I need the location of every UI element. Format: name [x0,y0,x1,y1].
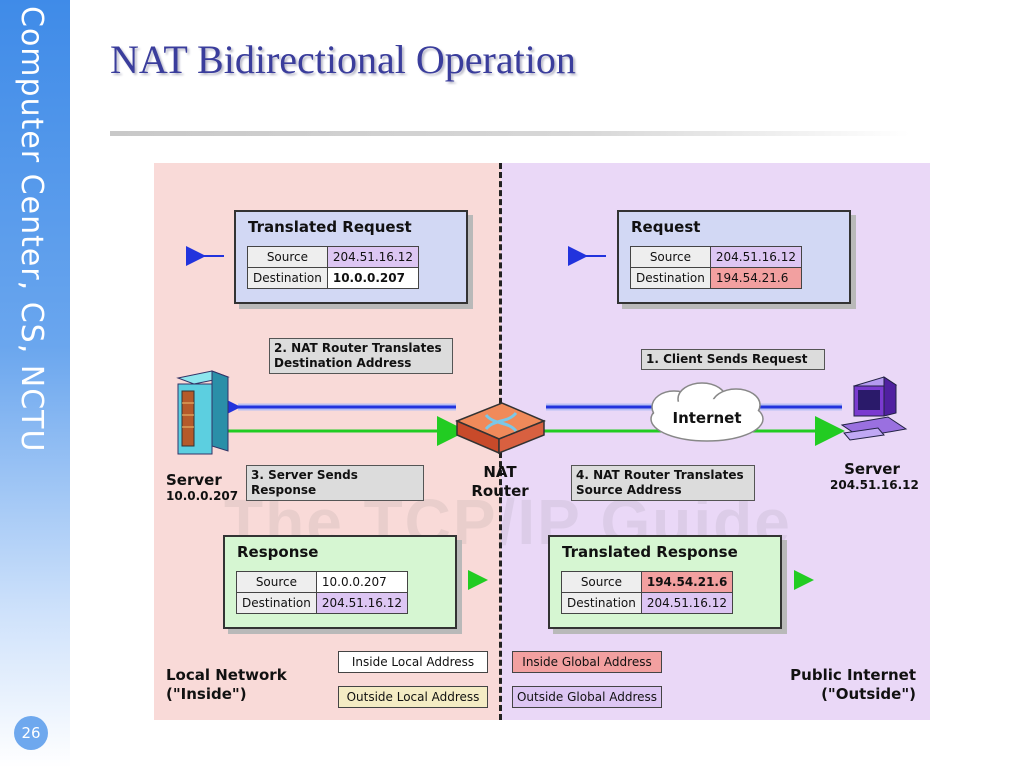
translated-response-box: Translated Response Source 194.54.21.6 D… [548,535,782,629]
legend-outside-local: Outside Local Address [338,686,488,708]
source-value: 204.51.16.12 [326,246,420,268]
response-table: Source 10.0.0.207 Destination 204.51.16.… [236,571,409,614]
destination-value: 204.51.16.12 [315,592,409,614]
step-4-line-1: 4. NAT Router Translates [576,468,744,482]
destination-value: 204.51.16.12 [640,592,734,614]
source-label: Source [561,571,642,593]
right-server-ip: 204.51.16.12 [830,478,919,492]
translated-request-table: Source 204.51.16.12 Destination 10.0.0.2… [247,246,420,289]
outside-region-label: Public Internet ("Outside") [784,666,916,704]
outside-region-line-2: ("Outside") [821,685,916,703]
legend-inside-local: Inside Local Address [338,651,488,673]
translated-request-box: Translated Request Source 204.51.16.12 D… [234,210,468,304]
destination-label: Destination [630,267,711,289]
nat-router-label: NAT Router [460,463,540,501]
translated-request-title: Translated Request [248,218,412,236]
right-server-label: Server 204.51.16.12 [830,460,919,492]
source-label: Source [630,246,711,268]
source-value: 10.0.0.207 [315,571,409,593]
left-server-label: Server 10.0.0.207 [166,471,239,503]
step-3-label: 3. Server Sends Response [246,465,424,501]
translated-response-title: Translated Response [562,543,738,561]
source-label: Source [247,246,328,268]
request-table: Source 204.51.16.12 Destination 194.54.2… [630,246,803,289]
source-value: 194.54.21.6 [640,571,734,593]
source-value: 204.51.16.12 [709,246,803,268]
right-server-name: Server [844,460,900,478]
step-4-line-2: Source Address [576,483,682,497]
step-2-label: 2. NAT Router Translates Destination Add… [269,338,453,374]
destination-label: Destination [236,592,317,614]
legend-outside-global: Outside Global Address [512,686,662,708]
client-computer-icon [840,376,908,441]
internet-label: Internet [672,409,742,427]
source-label: Source [236,571,317,593]
sidebar-text: Computer Center, CS, NCTU [14,6,49,453]
page-number: 26 [14,716,48,750]
request-box: Request Source 204.51.16.12 Destination … [617,210,851,304]
nat-diagram: The TCP/IP Guide [154,163,930,720]
title-rule [110,131,910,136]
left-server-name: Server [166,471,222,489]
sidebar: Computer Center, CS, NCTU 26 [0,0,70,768]
request-title: Request [631,218,701,236]
destination-label: Destination [247,267,328,289]
response-box: Response Source 10.0.0.207 Destination 2… [223,535,457,629]
internet-cloud-icon [650,382,764,442]
legend-inside-global: Inside Global Address [512,651,662,673]
step-2-line-1: 2. NAT Router Translates [274,341,442,355]
inside-region-label: Local Network ("Inside") [166,666,287,704]
outside-region-line-1: Public Internet [790,666,916,684]
slide-title: NAT Bidirectional Operation [110,37,576,82]
inside-region-line-1: Local Network [166,666,287,684]
nat-router-label-line-1: NAT [483,463,517,481]
destination-label: Destination [561,592,642,614]
diagram-links [176,246,908,590]
left-server-ip: 10.0.0.207 [166,489,239,503]
response-title: Response [237,543,319,561]
nat-router-icon [455,402,546,455]
step-2-line-2: Destination Address [274,356,412,370]
nat-router-label-line-2: Router [471,482,529,500]
server-tower-icon [176,370,230,455]
destination-value: 194.54.21.6 [709,267,803,289]
step-4-label: 4. NAT Router Translates Source Address [571,465,755,501]
inside-region-line-2: ("Inside") [166,685,247,703]
step-1-label: 1. Client Sends Request [641,349,825,370]
translated-response-table: Source 194.54.21.6 Destination 204.51.16… [561,571,734,614]
destination-value: 10.0.0.207 [326,267,420,289]
